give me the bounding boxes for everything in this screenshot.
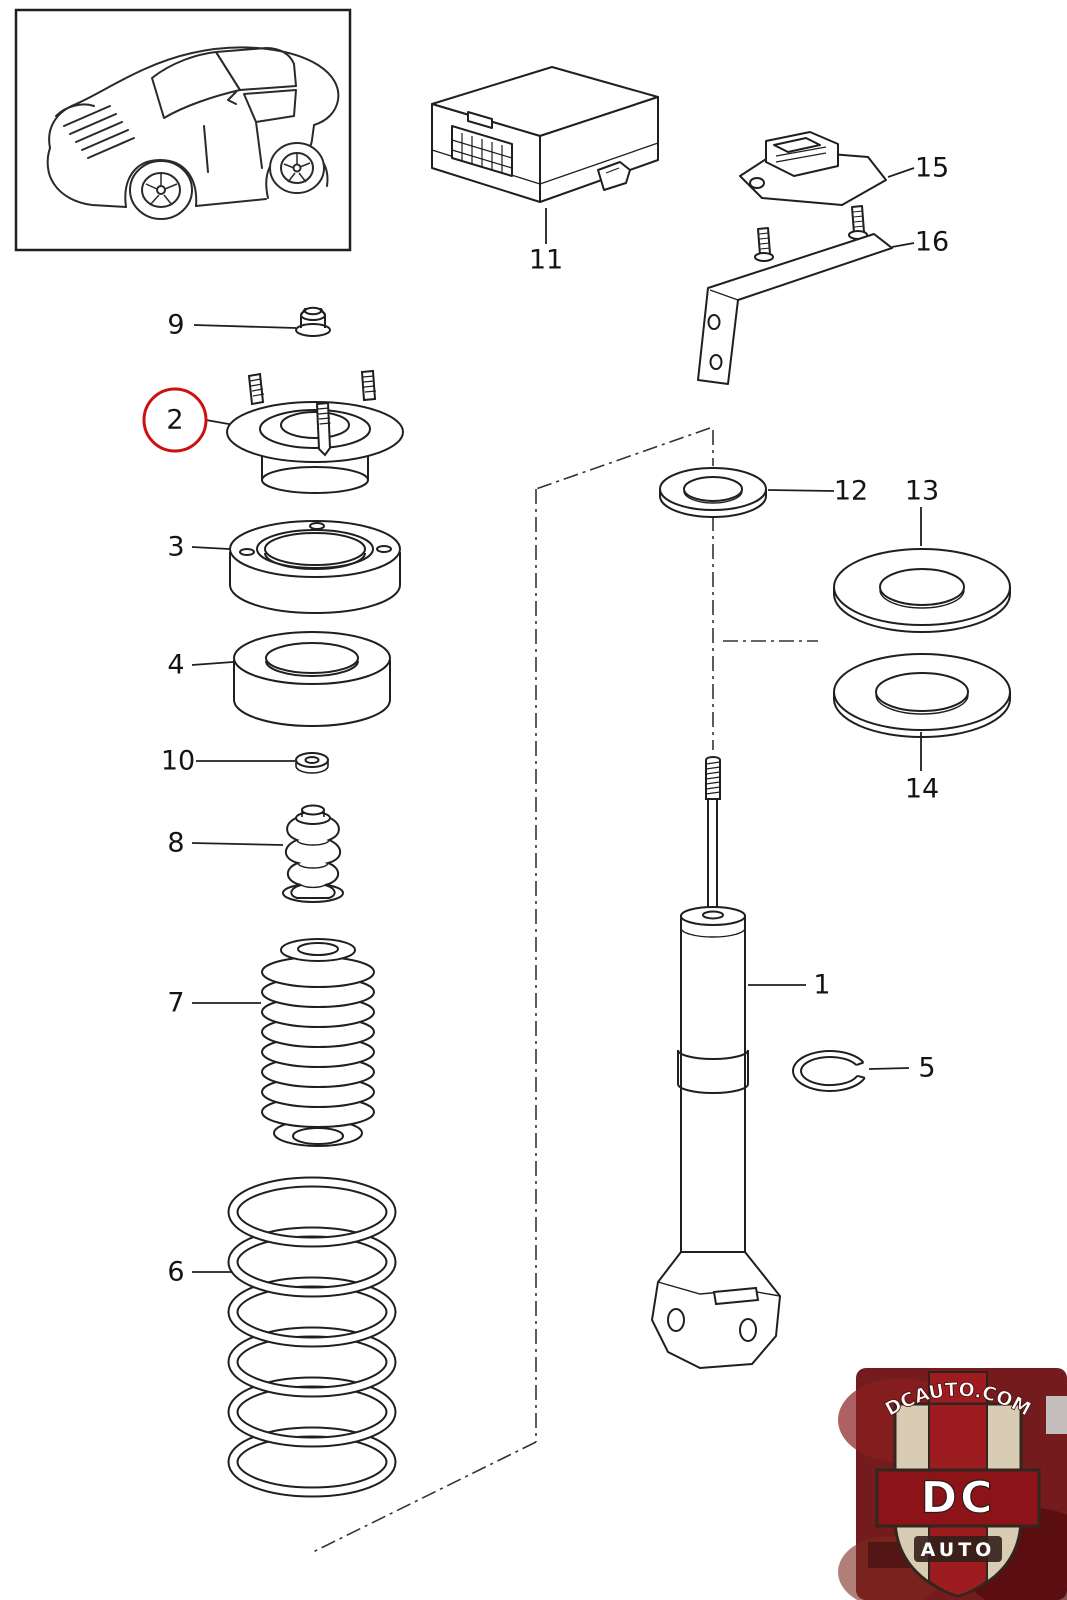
part-label-1: 1	[813, 970, 830, 1001]
watermark-sub-band	[914, 1536, 1002, 1562]
part-4-rubber-ring	[233, 631, 391, 727]
car-drawing	[46, 46, 340, 208]
watermark-sub-text: AUTO	[921, 1539, 996, 1561]
part-label-10: 10	[161, 746, 195, 777]
assembly-axis-lines	[312, 427, 818, 1553]
part-label-12: 12	[834, 476, 868, 507]
watermark-photo-detail	[1046, 1396, 1067, 1434]
part-12-washer	[659, 467, 767, 518]
part-label-2: 2	[166, 405, 183, 436]
part-label-3: 3	[167, 532, 184, 563]
part-label-6: 6	[167, 1257, 184, 1288]
part-5-retaining-ring	[792, 1050, 866, 1092]
part-7-boot-bellows	[261, 938, 375, 1147]
thumbnail-border	[14, 8, 352, 252]
part-1-shock-absorber	[650, 756, 782, 1370]
part-15-sensor	[739, 131, 887, 206]
part-label-4: 4	[167, 650, 184, 681]
part-6-coil-spring	[227, 1176, 397, 1498]
part-label-14: 14	[905, 774, 939, 805]
watermark-brand-text: DC	[921, 1473, 996, 1524]
part-10-washer	[295, 752, 329, 774]
watermark-banner	[875, 1468, 1041, 1528]
part-9-nut	[295, 306, 331, 337]
part-label-15: 15	[915, 153, 949, 184]
part-label-11: 11	[529, 245, 563, 276]
car-wheels	[129, 142, 325, 220]
highlight-circle-part-2	[142, 387, 208, 453]
part-14-large-washer	[833, 653, 1011, 738]
part-label-5: 5	[918, 1053, 935, 1084]
part-2-strut-mount	[226, 369, 404, 494]
part-3-spring-seat	[229, 520, 401, 614]
part-label-8: 8	[167, 828, 184, 859]
part-11-control-unit	[431, 66, 659, 203]
part-13-large-washer	[833, 548, 1011, 633]
part-8-bump-stop	[282, 804, 344, 903]
part-label-16: 16	[915, 227, 949, 258]
vehicle-thumbnail	[14, 8, 352, 252]
leader-lines	[191, 167, 922, 1273]
part-label-7: 7	[167, 988, 184, 1019]
part-16-bracket	[697, 205, 893, 385]
part-label-13: 13	[905, 476, 939, 507]
dcauto-watermark: DC AUTO DCAUTO.COM	[838, 1368, 1067, 1600]
part-label-9: 9	[167, 310, 184, 341]
callout-labels: 9 2 3 4 10 8 7 6 11 15 16 12 13 14 1 5	[161, 153, 949, 1288]
